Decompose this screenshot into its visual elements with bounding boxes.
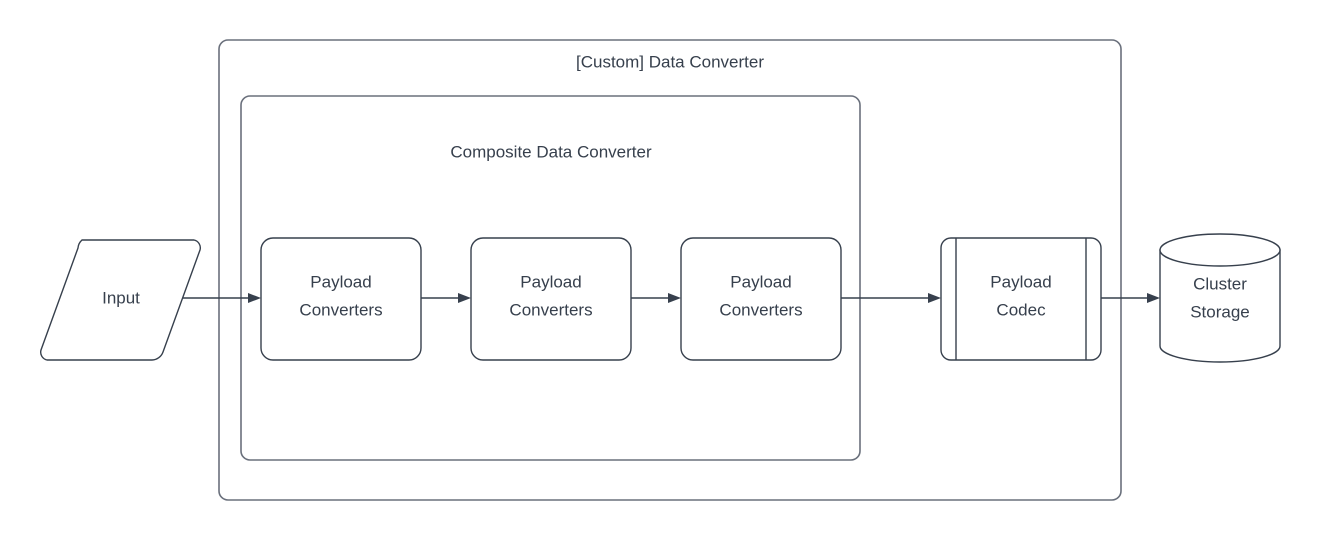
node-cluster-storage-body bbox=[1159, 249, 1281, 363]
node-payload-converters-1[interactable]: Payload Converters bbox=[260, 237, 422, 361]
container-composite-data-converter-outline bbox=[240, 95, 861, 461]
node-payload-codec[interactable]: Payload Codec bbox=[940, 237, 1102, 361]
edge-input-to-payload-converters-1 bbox=[182, 293, 261, 303]
container-custom-data-converter[interactable]: [Custom] Data Converter bbox=[218, 39, 1122, 501]
edge-payload-converters-2-to-3 bbox=[631, 293, 681, 303]
node-payload-converters-2[interactable]: Payload Converters bbox=[470, 237, 632, 361]
container-custom-data-converter-outline bbox=[218, 39, 1122, 501]
node-payload-converters-3-shape bbox=[680, 237, 842, 361]
node-input-label: Input bbox=[102, 288, 140, 307]
node-payload-converters-1-label-line1: Payload bbox=[310, 272, 371, 291]
node-input[interactable]: Input bbox=[40, 239, 201, 361]
node-payload-converters-3-label-line2: Converters bbox=[719, 300, 802, 319]
node-payload-converters-3[interactable]: Payload Converters bbox=[680, 237, 842, 361]
node-cluster-storage-label-line1: Cluster bbox=[1193, 274, 1247, 293]
node-payload-converters-1-label-line2: Converters bbox=[299, 300, 382, 319]
node-payload-converters-1-shape bbox=[260, 237, 422, 361]
node-cluster-storage[interactable]: Cluster Storage bbox=[1159, 233, 1281, 363]
node-cluster-storage-label-line2: Storage bbox=[1190, 302, 1250, 321]
node-payload-codec-label-line1: Payload bbox=[990, 272, 1051, 291]
edge-payload-codec-to-cluster-storage bbox=[1101, 293, 1160, 303]
node-payload-codec-label-line2: Codec bbox=[996, 300, 1046, 319]
node-payload-converters-2-label-line1: Payload bbox=[520, 272, 581, 291]
container-composite-data-converter-label: Composite Data Converter bbox=[450, 142, 652, 161]
container-custom-data-converter-label: [Custom] Data Converter bbox=[576, 52, 764, 71]
node-payload-codec-shape bbox=[940, 237, 1102, 361]
node-cluster-storage-top-ellipse bbox=[1159, 233, 1281, 267]
node-payload-converters-2-shape bbox=[470, 237, 632, 361]
edge-payload-converters-3-to-payload-codec bbox=[841, 293, 941, 303]
container-composite-data-converter[interactable]: Composite Data Converter bbox=[240, 95, 861, 461]
node-input-shape bbox=[40, 239, 201, 361]
node-payload-converters-3-label-line1: Payload bbox=[730, 272, 791, 291]
edge-payload-converters-1-to-2 bbox=[421, 293, 471, 303]
node-payload-converters-2-label-line2: Converters bbox=[509, 300, 592, 319]
